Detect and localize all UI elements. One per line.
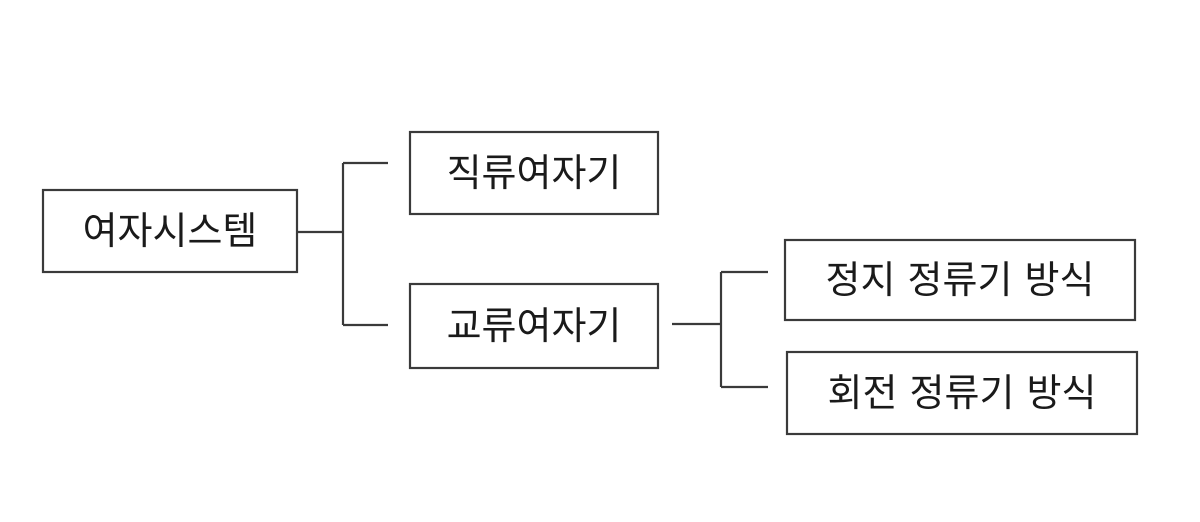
node-root: 여자시스템	[41, 188, 299, 274]
node-root-box	[41, 188, 299, 274]
node-static-rectifier: 정지 정류기 방식	[783, 238, 1137, 322]
node-dc-exciter-box	[408, 130, 660, 216]
connectors-root	[297, 161, 388, 327]
connectors-ac	[672, 270, 768, 389]
node-root-label: 여자시스템	[83, 209, 258, 253]
node-dc-exciter: 직류여자기	[408, 130, 660, 216]
node-rotating-rectifier-box	[785, 350, 1139, 436]
node-dc-exciter-label: 직류여자기	[447, 151, 622, 195]
node-rotating-rectifier: 회전 정류기 방식	[785, 350, 1139, 436]
node-static-rectifier-label: 정지 정류기 방식	[826, 258, 1095, 302]
node-rotating-rectifier-label: 회전 정류기 방식	[828, 371, 1097, 415]
node-ac-exciter-box	[408, 282, 660, 370]
node-ac-exciter: 교류여자기	[408, 282, 660, 370]
node-static-rectifier-box	[783, 238, 1137, 322]
node-ac-exciter-label: 교류여자기	[447, 304, 622, 348]
